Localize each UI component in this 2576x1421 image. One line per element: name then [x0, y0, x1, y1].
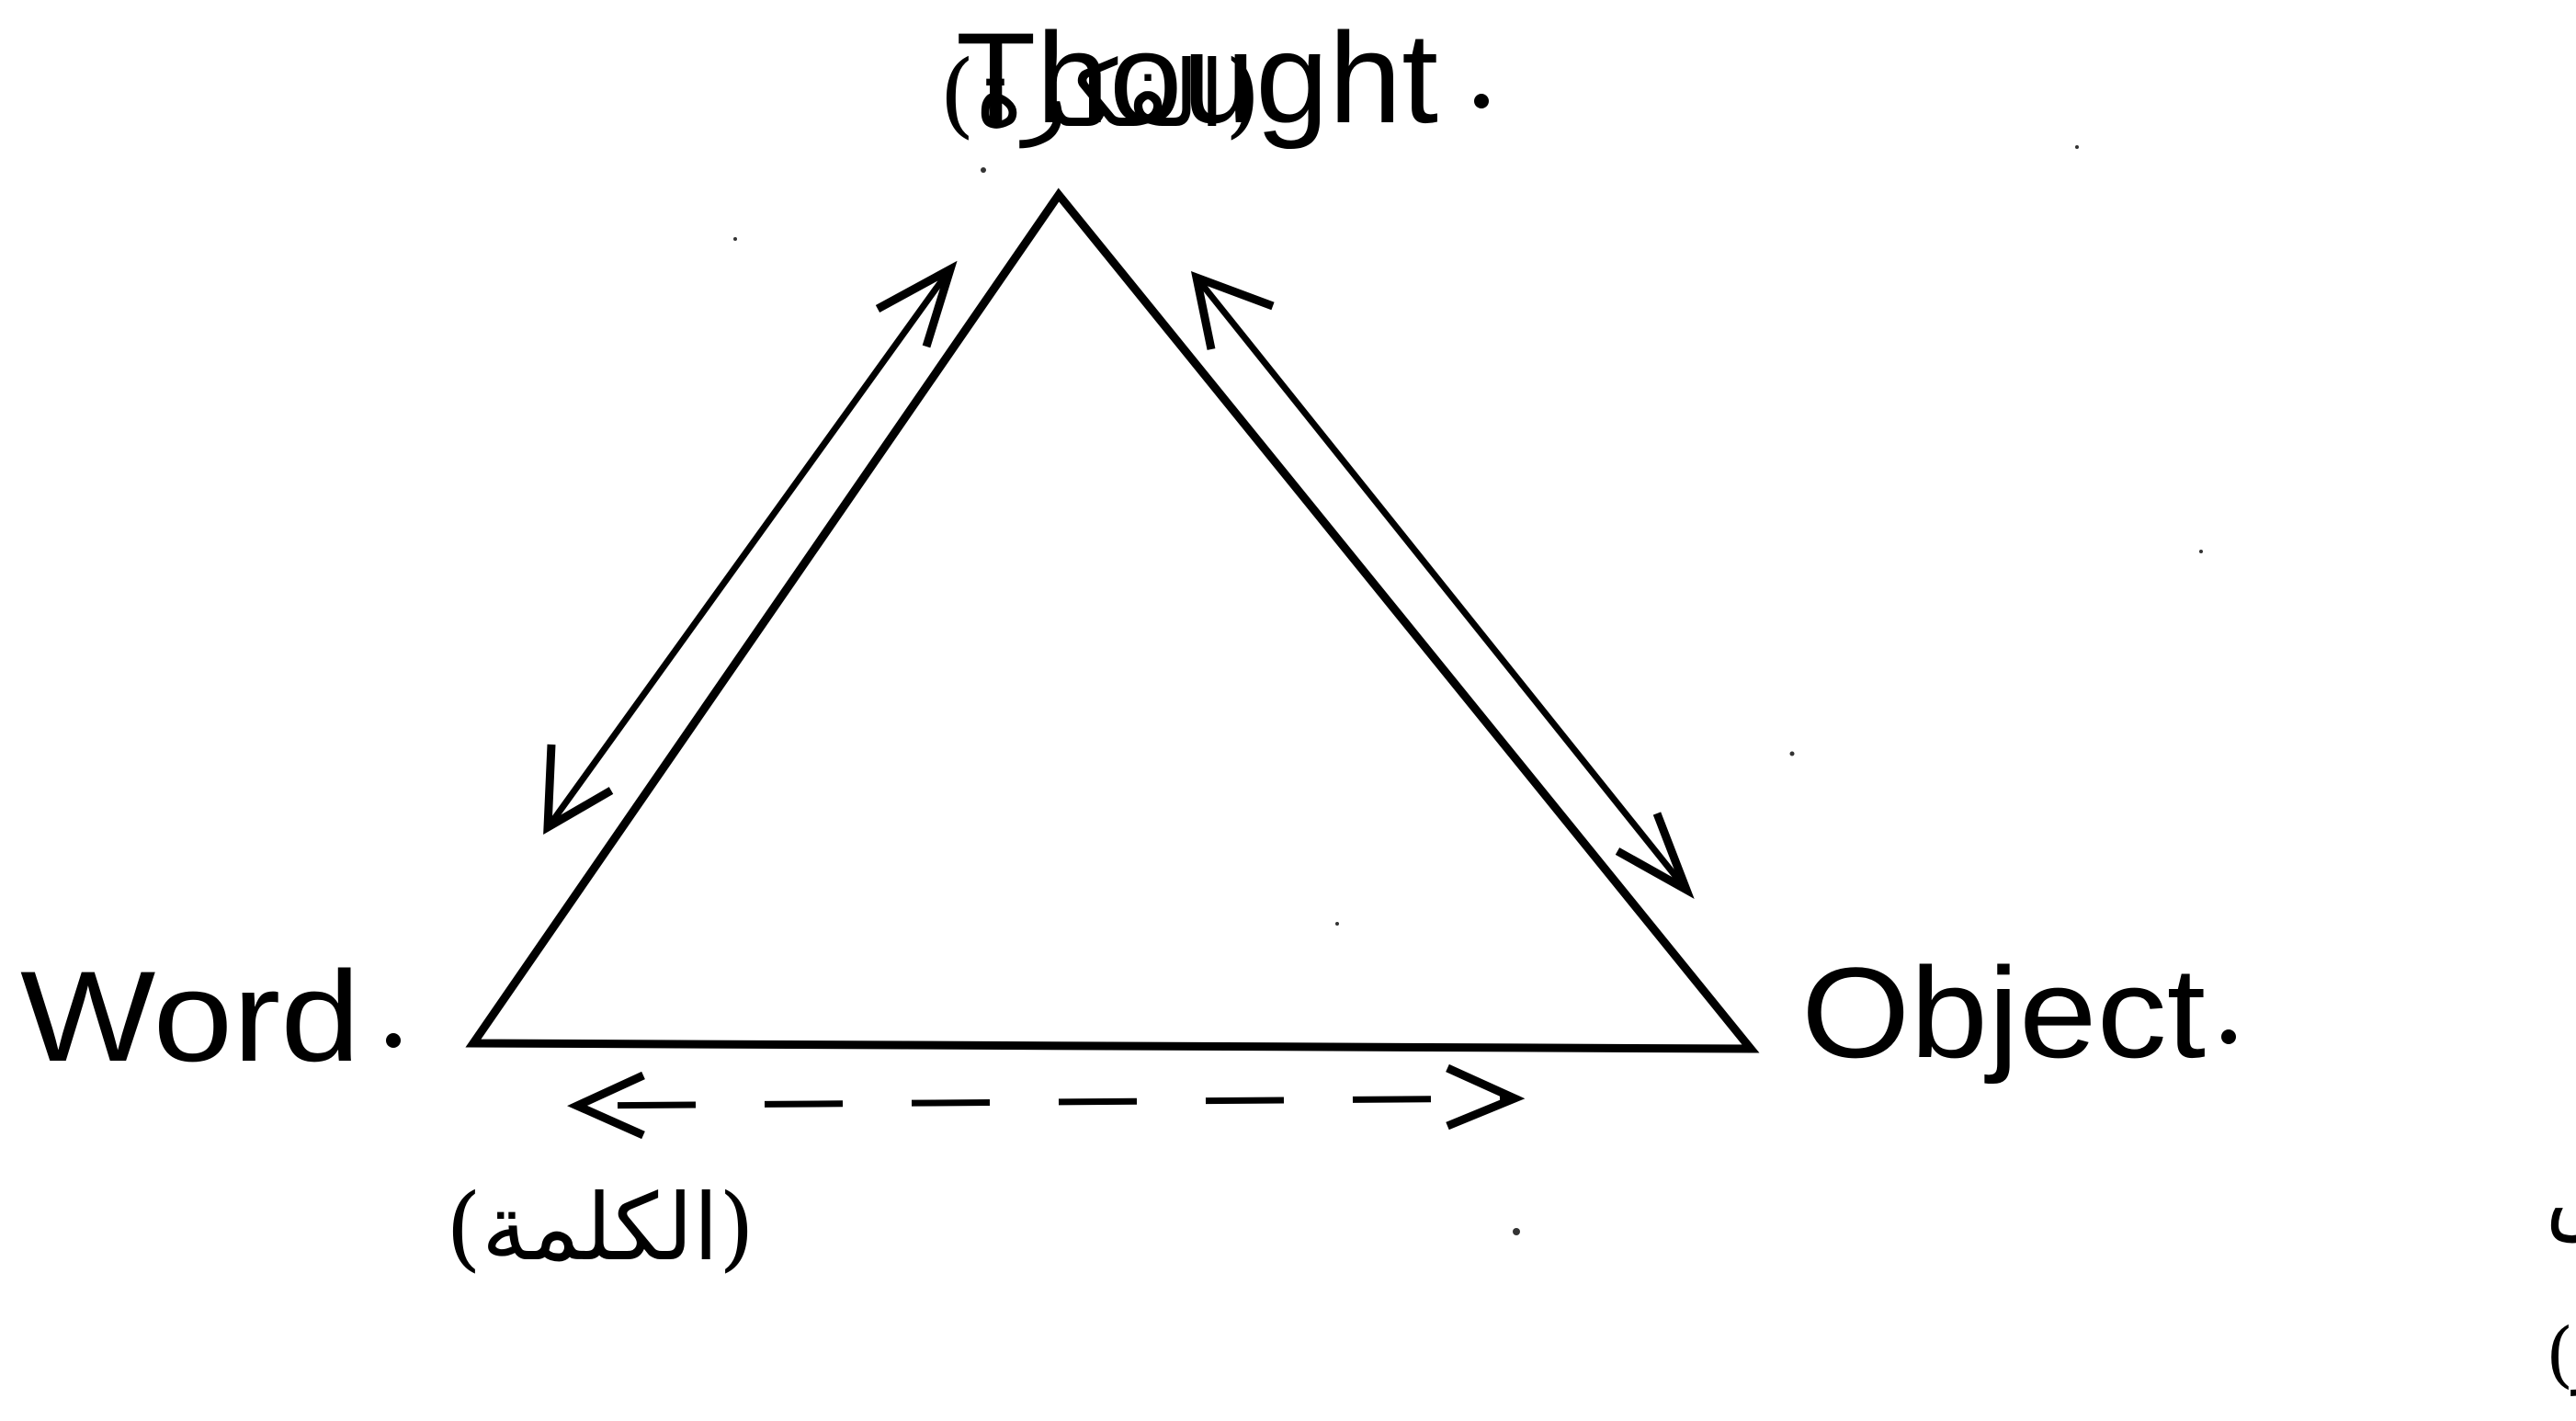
- edge-thought-object: [1190, 270, 1695, 900]
- arrowhead-bottom-left: [543, 744, 614, 836]
- node-object: Object (الشيء) = المدرك بالحواس (الباعث …: [1801, 940, 2576, 1397]
- edge-thought-word: [543, 260, 958, 836]
- node-word: Word (الكلمة): [20, 944, 755, 1281]
- arrowhead-bottom-right-dashed: [1446, 1063, 1526, 1131]
- scan-specks: [733, 145, 2203, 1235]
- object-arabic-line-1: (الشيء) = المدرك بالحواس: [2546, 1144, 2576, 1244]
- thought-dot: [1474, 94, 1489, 108]
- object-dot: [2221, 1029, 2236, 1044]
- arrowhead-bottom-right: [1615, 812, 1695, 900]
- triangle: [465, 188, 1760, 1053]
- thought-label: Thought: [956, 6, 1438, 150]
- arrowhead-bottom-left-dashed: [567, 1071, 645, 1140]
- edge-word-object: [567, 1063, 1526, 1140]
- word-dot: [386, 1033, 401, 1048]
- arrowhead-top-left: [875, 260, 958, 348]
- word-arabic-label: (الكلمة): [446, 1174, 755, 1281]
- thought-arabic-label: (الفكرة): [939, 40, 1261, 149]
- object-arabic-line-2: (الباعث ـ الحافز ـ المثير): [2546, 1313, 2576, 1397]
- arrowhead-top-right: [1190, 270, 1275, 350]
- object-label: Object: [1801, 940, 2206, 1085]
- node-thought: Thought (الفكرة): [939, 6, 1489, 150]
- word-label: Word: [20, 944, 360, 1088]
